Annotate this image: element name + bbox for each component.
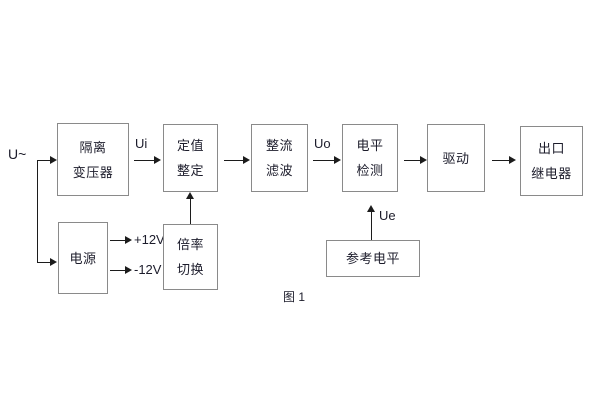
arrow-multiplier-to-setting-line (190, 199, 191, 224)
arrow-reference-to-level-line (371, 212, 372, 240)
arrow-transformer-to-setting-line (134, 160, 154, 161)
block-isolation-transformer-line-1: 隔离 (79, 139, 107, 155)
block-rectify-filter-line-1: 整流 (265, 138, 293, 153)
signal-label-ui: Ui (135, 136, 148, 151)
arrow-drive-to-relay-icon (509, 156, 516, 164)
block-drive-line-1: 驱动 (442, 150, 470, 166)
rail-positive-arrow-icon (125, 236, 132, 244)
rail-negative-label: -12V (134, 262, 162, 277)
block-drive: 驱动 (427, 124, 485, 192)
arrow-drive-to-relay-line (492, 160, 509, 161)
block-output-relay: 出口 继电器 (520, 126, 583, 196)
block-output-relay-line-2: 继电器 (531, 166, 572, 181)
arrow-level-to-drive-line (404, 160, 420, 161)
arrow-rectify-to-level-icon (334, 156, 341, 164)
arrow-level-to-drive-icon (420, 156, 427, 164)
block-reference-level: 参考电平 (326, 240, 420, 277)
rail-positive-label: +12V (134, 232, 165, 247)
arrow-setting-to-rectify-icon (243, 156, 250, 164)
block-multiplier-switch: 倍率 切换 (163, 224, 218, 290)
signal-label-ue: Ue (379, 208, 396, 223)
rail-positive-line (110, 240, 125, 241)
block-setting-value: 定值 整定 (163, 124, 218, 192)
rail-negative-line (110, 270, 125, 271)
block-level-detect-line-1: 电平 (356, 138, 384, 153)
block-power-supply: 电源 (58, 222, 108, 294)
input-source-label: U~ (8, 146, 27, 162)
block-isolation-transformer: 隔离 变压器 (57, 123, 129, 196)
block-multiplier-switch-line-2: 切换 (176, 262, 204, 277)
block-setting-value-line-2: 整定 (176, 163, 204, 178)
block-output-relay-line-1: 出口 (537, 141, 565, 156)
block-multiplier-switch-line-1: 倍率 (176, 237, 204, 252)
block-level-detect-line-2: 检测 (356, 163, 384, 178)
arrow-multiplier-to-setting-icon (186, 192, 194, 199)
arrow-rectify-to-level-line (313, 160, 334, 161)
block-reference-level-line-1: 参考电平 (345, 251, 400, 266)
input-bus-vertical-segment (37, 160, 38, 262)
block-power-supply-line-1: 电源 (69, 250, 97, 266)
arrow-setting-to-rectify-line (224, 160, 243, 161)
feed-power-line (37, 262, 50, 263)
arrow-reference-to-level-icon (367, 205, 375, 212)
feed-power-arrow-icon (50, 258, 57, 266)
block-rectify-filter: 整流 滤波 (251, 124, 308, 192)
figure-caption: 图 1 (283, 290, 306, 304)
feed-transformer-arrow-icon (50, 156, 57, 164)
signal-label-uo: Uo (314, 136, 331, 151)
block-level-detect: 电平 检测 (342, 124, 398, 192)
feed-transformer-line (37, 160, 50, 161)
arrow-transformer-to-setting-icon (154, 156, 161, 164)
rail-negative-arrow-icon (125, 266, 132, 274)
block-setting-value-line-1: 定值 (176, 138, 204, 153)
block-rectify-filter-line-2: 滤波 (265, 163, 293, 178)
block-isolation-transformer-line-2: 变压器 (72, 164, 114, 180)
